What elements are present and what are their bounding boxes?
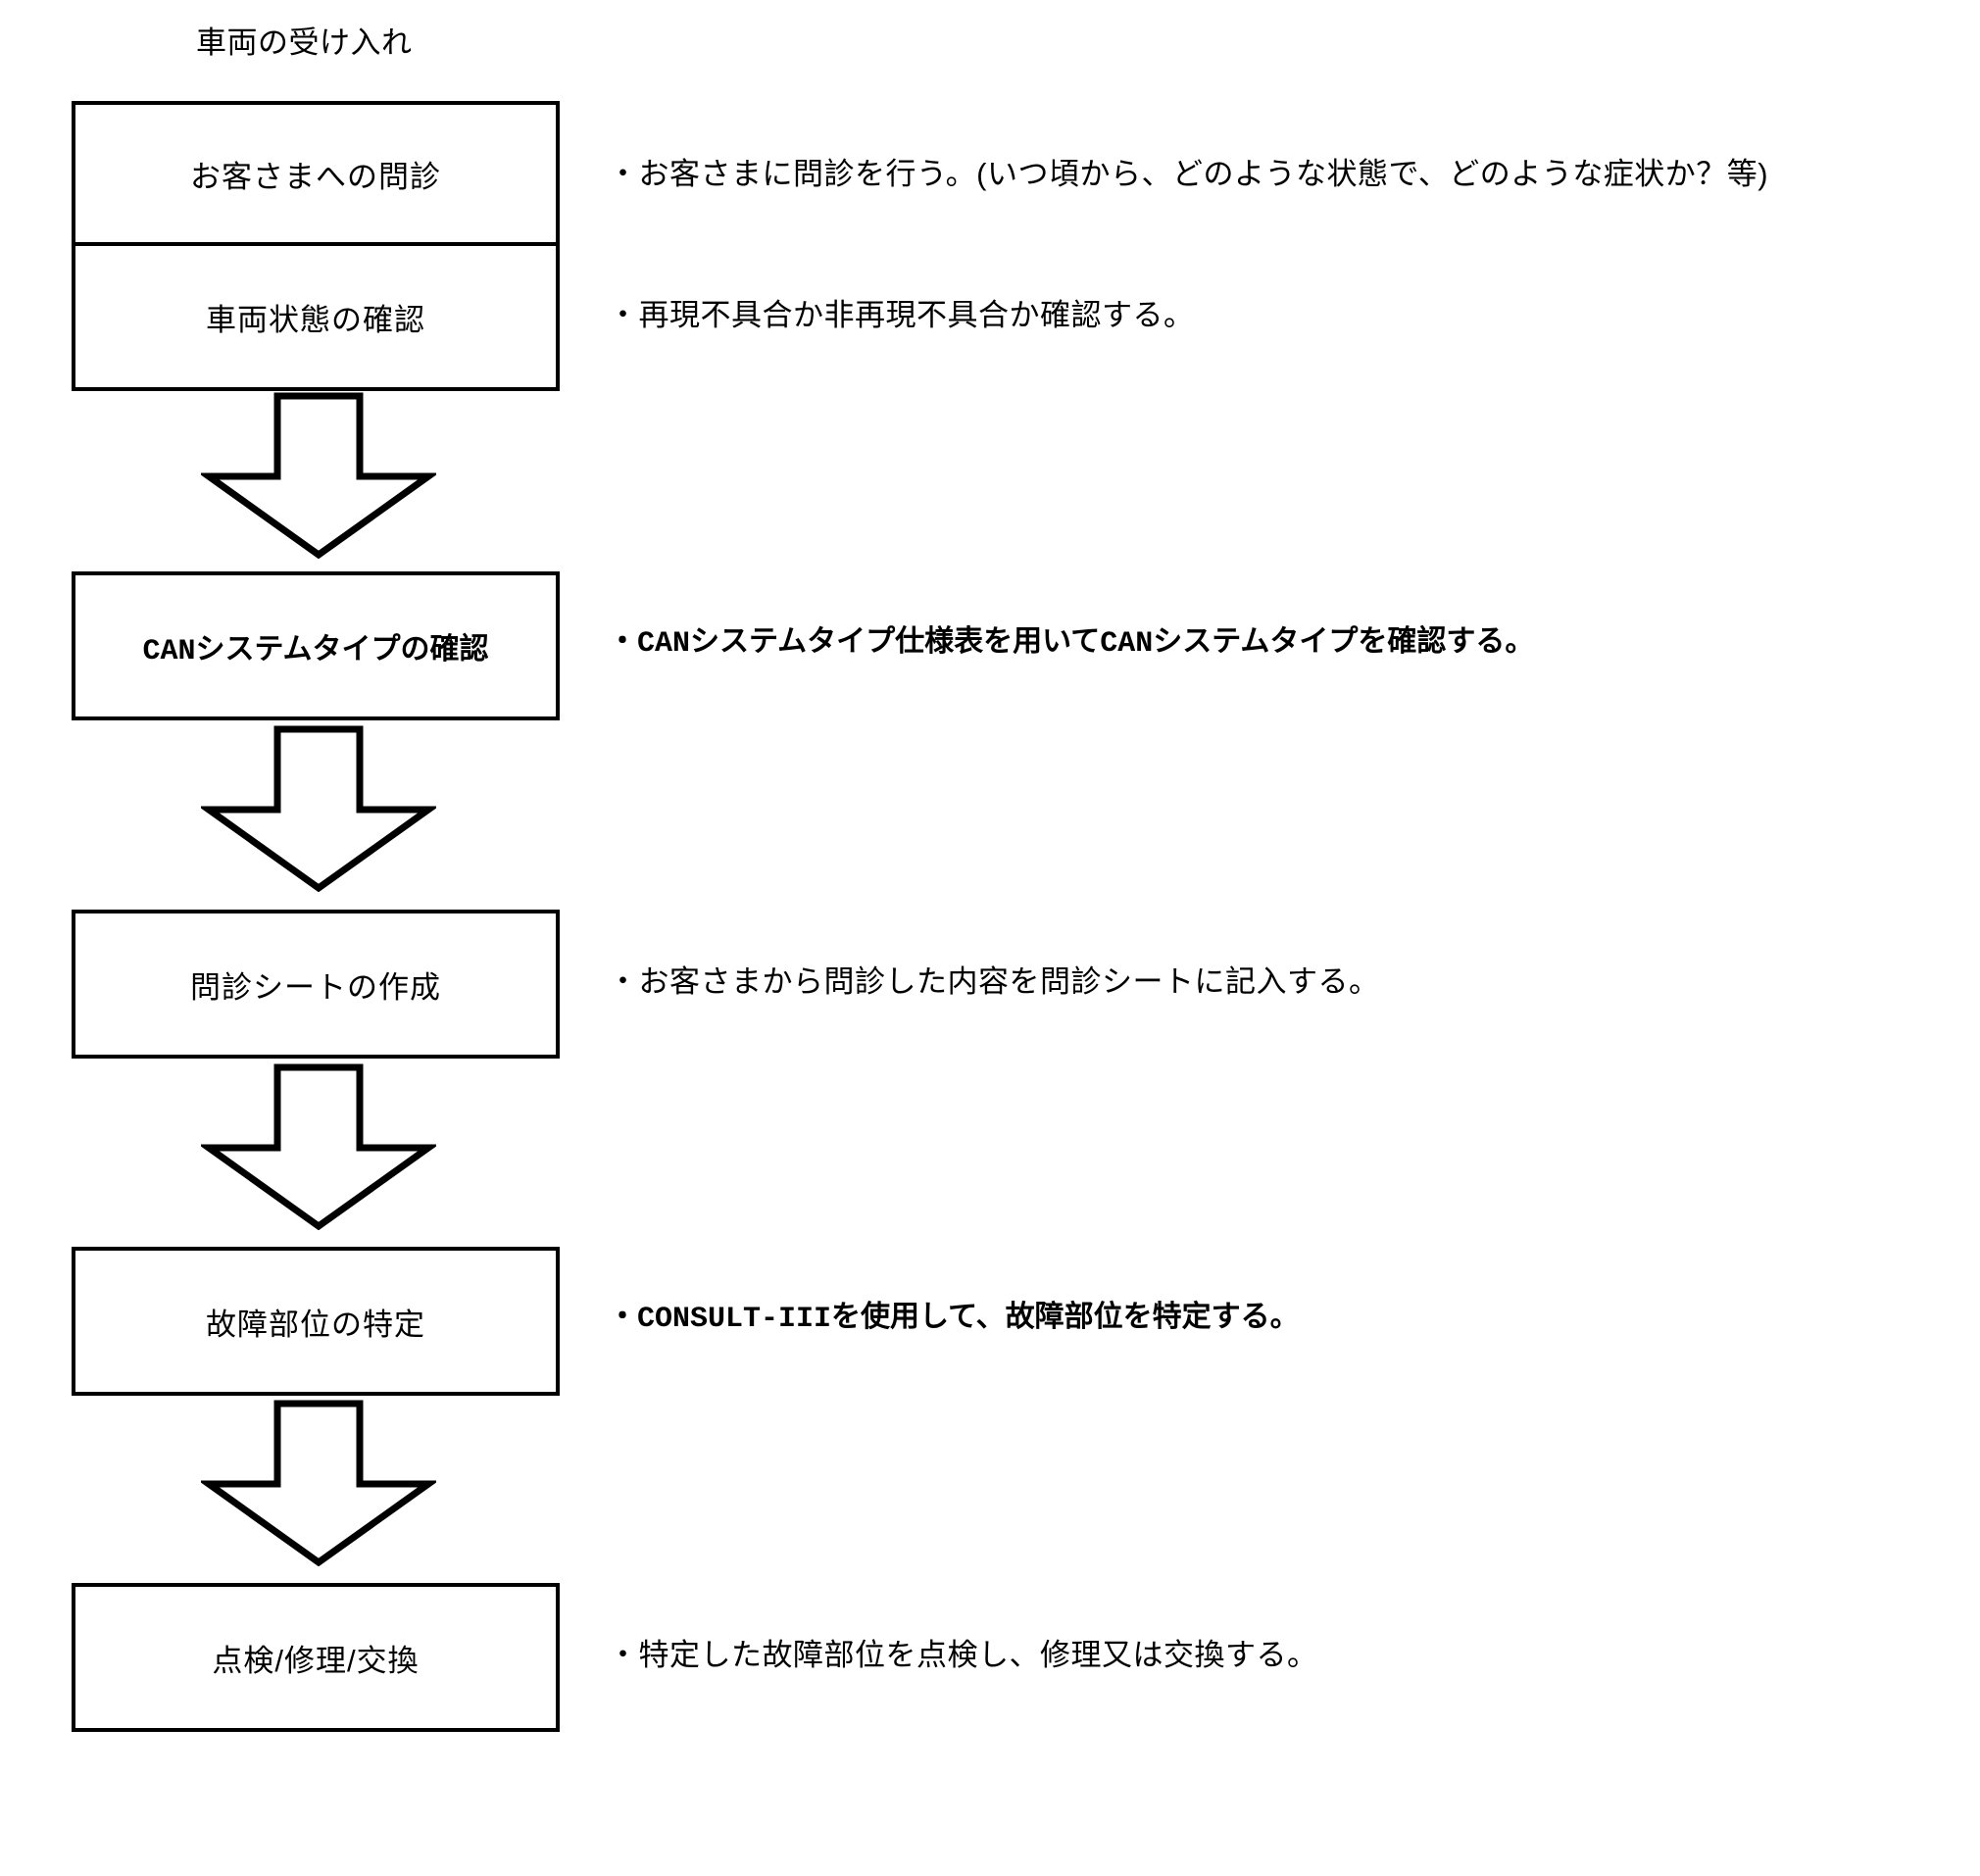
arrow-down-icon-2 [201, 725, 436, 892]
description-create-interview-sheet: ・お客さまから問診した内容を問診シートに記入する。 [608, 964, 1380, 999]
process-step-create-interview-sheet[interactable]: 問診シートの作成 [75, 913, 556, 1055]
description-identify-faulty-part: ・CONSULT-IIIを使用して、故障部位を特定する。 [608, 1303, 1300, 1336]
diagram-title: 車両の受け入れ [196, 25, 413, 60]
description-vehicle-condition-check: ・再現不具合か非再現不具合か確認する。 [608, 298, 1195, 332]
process-step-inspect-repair-replace[interactable]: 点検/修理/交換 [75, 1587, 556, 1728]
process-step-customer-interview[interactable]: お客さまへの問診 [75, 105, 556, 246]
process-step-label: 故障部位の特定 [206, 1307, 425, 1342]
arrow-down-icon [201, 1063, 436, 1230]
arrow-down-icon [201, 1400, 436, 1566]
arrow-down-icon-1 [201, 392, 436, 559]
description-can-system-type-check: ・CANシステムタイプ仕様表を用いてCANシステムタイプを確認する。 [608, 627, 1535, 661]
description-inspect-repair-replace: ・特定した故障部位を点検し、修理又は交換する。 [608, 1638, 1318, 1672]
process-box-group-2: CANシステムタイプの確認 [72, 571, 560, 720]
process-box-group-4: 故障部位の特定 [72, 1247, 560, 1396]
process-step-can-system-type-check[interactable]: CANシステムタイプの確認 [75, 575, 556, 716]
description-customer-interview: ・お客さまに問診を行う。(いつ頃から、どのような状態で、どのような症状か？等) [608, 157, 1769, 191]
arrow-down-icon [201, 392, 436, 559]
process-step-label: 問診シートの作成 [190, 969, 441, 1005]
process-step-label: 車両状態の確認 [206, 302, 425, 337]
arrow-down-icon-3 [201, 1063, 436, 1230]
process-step-label: 点検/修理/交換 [212, 1643, 420, 1678]
process-step-label: お客さまへの問診 [190, 159, 441, 194]
process-step-vehicle-condition-check[interactable]: 車両状態の確認 [75, 246, 556, 387]
process-step-label: CANシステムタイプの確認 [142, 634, 489, 668]
process-box-group-3: 問診シートの作成 [72, 910, 560, 1059]
arrow-down-icon [201, 725, 436, 892]
process-box-group-5: 点検/修理/交換 [72, 1583, 560, 1732]
arrow-down-icon-4 [201, 1400, 436, 1566]
process-box-group-1: お客さまへの問診 車両状態の確認 [72, 101, 560, 391]
process-step-identify-faulty-part[interactable]: 故障部位の特定 [75, 1251, 556, 1392]
